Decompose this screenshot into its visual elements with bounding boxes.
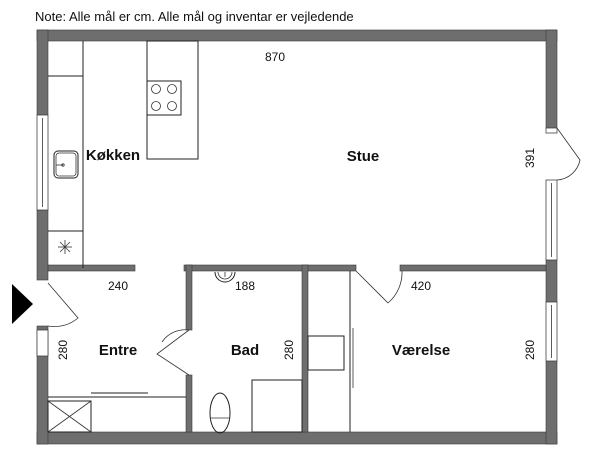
dim-bedroom-width: 420 — [411, 279, 431, 293]
windows — [36, 114, 558, 362]
bath-door — [156, 329, 190, 376]
room-label-kitchen: Køkken — [86, 147, 140, 164]
extractor-icon — [58, 240, 72, 254]
desk-icon — [307, 335, 345, 371]
dim-bedroom-depth: 280 — [523, 340, 537, 360]
entry-fixtures — [47, 392, 186, 433]
dim-living-depth: 391 — [523, 148, 537, 168]
toilet-icon — [209, 392, 231, 434]
doors — [47, 127, 581, 376]
room-label-bedroom: Værelse — [392, 342, 450, 359]
balcony-door — [556, 127, 581, 181]
kitchen-fixtures — [48, 40, 199, 268]
room-label-living: Stue — [347, 148, 380, 165]
dim-bath-depth: 280 — [282, 340, 296, 360]
shower-icon — [251, 379, 303, 433]
bedroom-fixtures — [307, 271, 354, 432]
room-label-bathroom: Bad — [231, 342, 259, 359]
dim-entry-depth: 280 — [56, 340, 70, 360]
room-label-entry: Entre — [99, 342, 137, 359]
kitchen-island — [146, 40, 199, 160]
bath-fixtures — [209, 271, 303, 434]
washbasin-icon — [214, 271, 236, 283]
dim-living-width: 870 — [265, 50, 285, 64]
note-text: Note: Alle mål er cm. Alle mål og invent… — [35, 9, 354, 24]
cabinet-icon — [47, 400, 92, 433]
entrance-arrow-icon — [12, 284, 33, 324]
entry-door — [47, 282, 79, 327]
interior-walls — [47, 264, 547, 433]
bedroom-door — [355, 270, 403, 304]
sink-icon — [53, 150, 79, 179]
cooktop-icon — [146, 80, 182, 116]
dim-bath-width: 188 — [235, 279, 255, 293]
dim-entry-width: 240 — [108, 279, 128, 293]
entry-window — [36, 329, 49, 357]
outer-walls — [36, 29, 558, 445]
